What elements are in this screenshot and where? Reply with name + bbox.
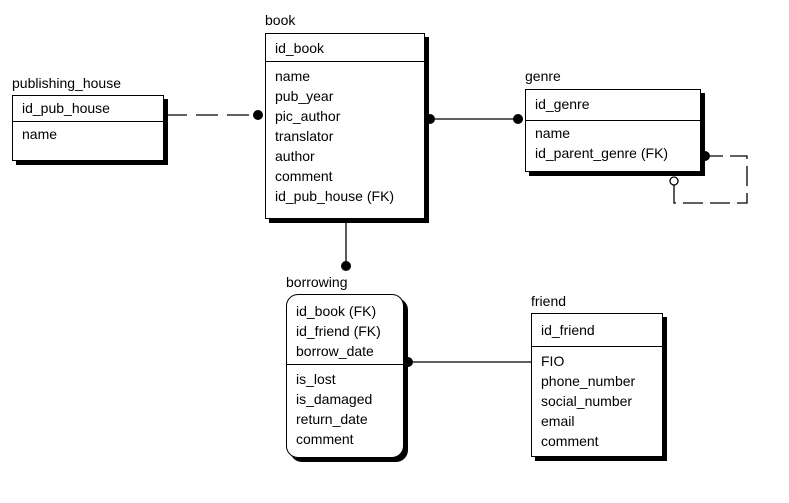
attribute: id_parent_genre (FK) [535, 145, 669, 161]
key-attribute: id_friend (FK) [296, 323, 381, 339]
attribute: return_date [296, 411, 368, 427]
attribute: social_number [541, 393, 633, 409]
entity-publishing-house-keys: id_pub_house [13, 96, 163, 122]
attribute: comment [296, 431, 354, 447]
rel-genre-recursive[interactable] [673, 155, 748, 204]
attribute: comment [541, 433, 599, 449]
attribute: author [275, 148, 315, 164]
entity-genre-keys: id_genre [526, 90, 700, 121]
entity-book[interactable]: id_book name pub_year pic_author transla… [265, 33, 425, 219]
attribute: FIO [541, 353, 565, 369]
rel-friend-borrowing-end [403, 357, 413, 367]
entity-friend-attributes: FIO phone_number social_number email com… [532, 347, 662, 454]
attribute: name [535, 125, 571, 141]
entity-title-friend: friend [531, 293, 567, 309]
rel-book-genre-end [513, 114, 523, 124]
entity-publishing-house-attributes: name [13, 122, 163, 147]
key-attribute: id_pub_house [22, 100, 110, 116]
key-attribute: borrow_date [296, 343, 374, 359]
attribute: pic_author [275, 108, 341, 124]
attribute: is_damaged [296, 391, 373, 407]
entity-genre-attributes: name id_parent_genre (FK) [526, 121, 700, 166]
entity-friend-keys: id_friend [532, 314, 662, 347]
attribute: id_pub_house (FK) [275, 188, 395, 204]
entity-title-book: book [265, 12, 296, 28]
rel-genre-recursive-optional [669, 176, 679, 186]
entity-title-borrowing: borrowing [286, 274, 348, 290]
rel-book-genre-start [425, 114, 435, 124]
key-attribute: id_friend [541, 322, 595, 338]
entity-book-attributes: name pub_year pic_author translator auth… [266, 62, 424, 209]
attribute: comment [275, 168, 333, 184]
entity-borrowing-keys: id_book (FK) id_friend (FK) borrow_date [287, 295, 403, 365]
key-attribute: id_book [275, 40, 325, 56]
entity-publishing-house[interactable]: id_pub_house name [12, 95, 164, 161]
attribute: name [22, 126, 58, 142]
key-attribute: id_book (FK) [296, 303, 377, 319]
rel-genre-recursive-end [700, 151, 710, 161]
entity-friend[interactable]: id_friend FIO phone_number social_number… [531, 313, 663, 457]
attribute: translator [275, 128, 334, 144]
attribute: phone_number [541, 373, 636, 389]
key-attribute: id_genre [535, 96, 590, 112]
rel-book-borrowing-end [341, 261, 351, 271]
entity-title-publishing-house: publishing_house [12, 75, 121, 91]
entity-borrowing[interactable]: id_book (FK) id_friend (FK) borrow_date … [286, 294, 404, 458]
rel-publishing-house-book-end [253, 110, 263, 120]
entity-borrowing-attributes: is_lost is_damaged return_date comment [287, 365, 403, 452]
entity-title-genre: genre [525, 68, 561, 84]
attribute: name [275, 68, 311, 84]
attribute: email [541, 413, 575, 429]
attribute: is_lost [296, 371, 336, 387]
entity-genre[interactable]: id_genre name id_parent_genre (FK) [525, 89, 701, 172]
entity-book-keys: id_book [266, 34, 424, 62]
attribute: pub_year [275, 88, 334, 104]
